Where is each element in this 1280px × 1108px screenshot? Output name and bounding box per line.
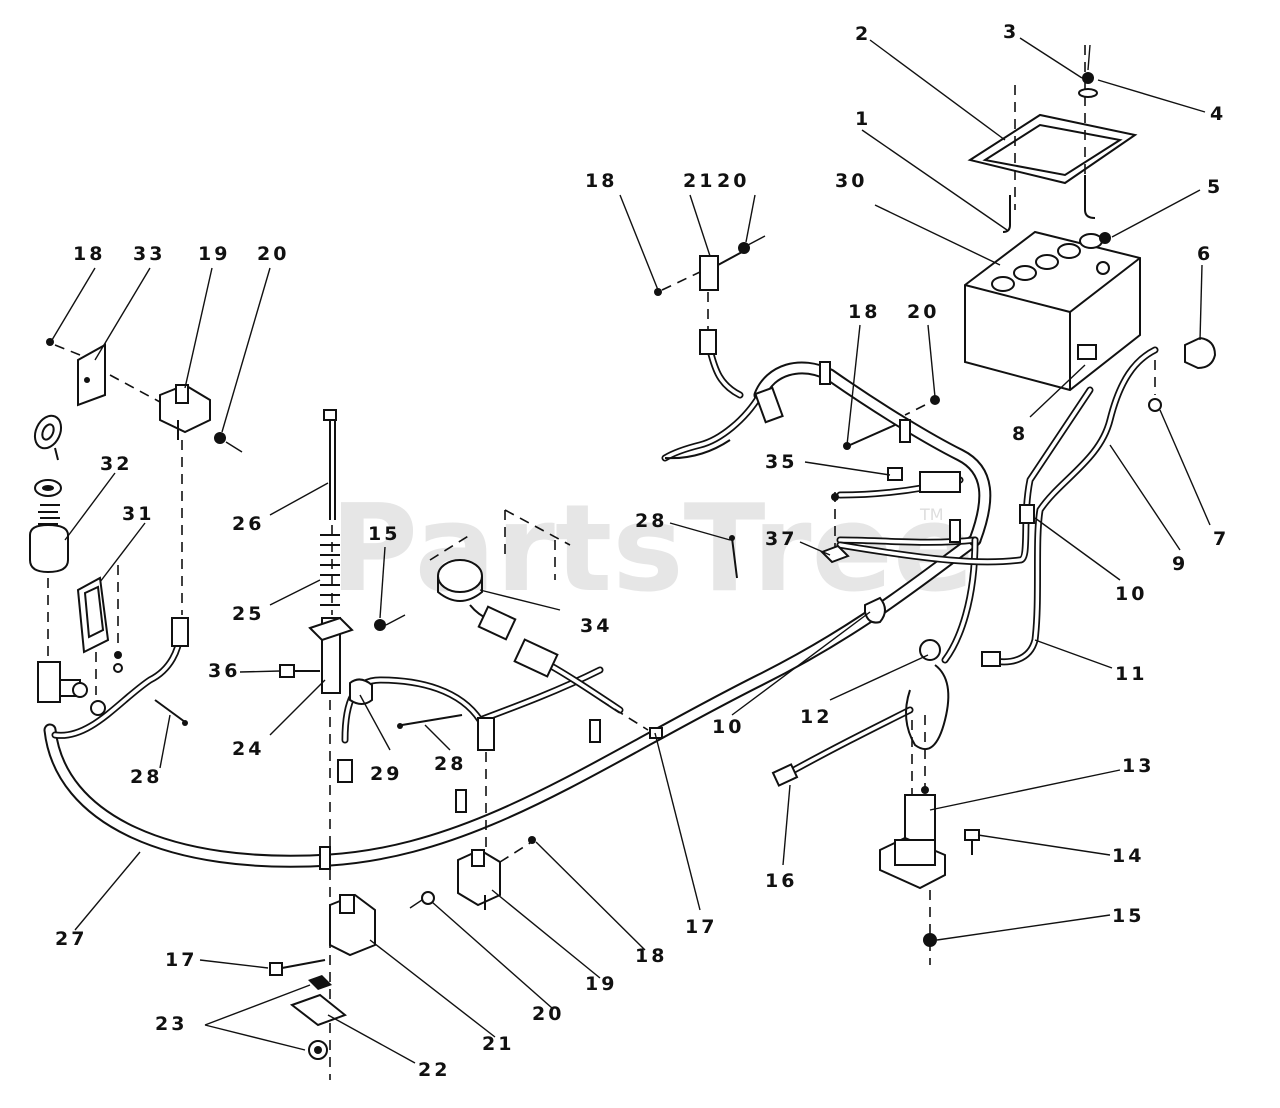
label-36: 36 — [208, 660, 240, 682]
label-28-right: 28 — [635, 510, 667, 532]
watermark-trademark: TM — [919, 505, 944, 524]
label-20-left: 20 — [257, 243, 289, 265]
label-34: 34 — [580, 615, 612, 637]
cable-clamp — [864, 504, 1035, 624]
label-8: 8 — [1012, 423, 1028, 445]
lower-switch-assembly — [409, 699, 663, 910]
label-15-pedal: 15 — [368, 523, 400, 545]
label-17-right: 17 — [685, 916, 717, 938]
label-12: 12 — [800, 706, 832, 728]
pedal-assembly — [279, 409, 406, 1080]
label-18-top: 18 — [585, 170, 617, 192]
label-2: 2 — [855, 23, 871, 45]
starter-solenoid — [879, 639, 980, 965]
label-6: 6 — [1197, 243, 1213, 265]
label-20-bottom: 20 — [532, 1003, 564, 1025]
label-33: 33 — [133, 243, 165, 265]
label-17-bottom: 17 — [165, 949, 197, 971]
label-18-harness: 18 — [848, 301, 880, 323]
label-13: 13 — [1122, 755, 1154, 777]
label-37: 37 — [765, 528, 797, 550]
battery — [964, 230, 1141, 392]
battery-hold-down — [967, 44, 1138, 244]
label-24: 24 — [232, 738, 264, 760]
label-21-top: 21 — [683, 170, 715, 192]
seat-switch — [429, 509, 571, 678]
label-28-left: 28 — [130, 766, 162, 788]
label-32: 32 — [100, 453, 132, 475]
label-29: 29 — [370, 763, 402, 785]
label-20-harness: 20 — [907, 301, 939, 323]
label-22: 22 — [418, 1059, 450, 1081]
label-9: 9 — [1172, 553, 1188, 575]
part-labels: 1 2 3 4 5 6 7 8 9 10 10 11 12 13 14 15 1… — [55, 21, 1229, 1081]
label-11: 11 — [1115, 663, 1147, 685]
switch-bracket-assembly — [46, 338, 243, 647]
upper-switch-assembly — [654, 235, 784, 460]
label-28-center: 28 — [434, 753, 466, 775]
label-25: 25 — [232, 603, 264, 625]
label-20-top: 20 — [717, 170, 749, 192]
harness-clamps — [319, 361, 961, 870]
label-35: 35 — [765, 451, 797, 473]
battery-cables — [771, 346, 1159, 787]
label-14: 14 — [1112, 845, 1144, 867]
label-27: 27 — [55, 928, 87, 950]
label-16: 16 — [765, 870, 797, 892]
bottom-switch-assembly — [269, 893, 376, 1060]
label-10-upper: 10 — [1115, 583, 1147, 605]
terminal-boot — [1148, 336, 1217, 412]
ignition-key-switch — [29, 414, 106, 716]
label-19-bottom: 19 — [585, 973, 617, 995]
label-7: 7 — [1213, 528, 1229, 550]
leader-lines — [51, 37, 1211, 1064]
label-4: 4 — [1210, 103, 1226, 125]
label-30: 30 — [835, 170, 867, 192]
label-18-bottom: 18 — [635, 945, 667, 967]
label-5: 5 — [1207, 176, 1223, 198]
label-19-left: 19 — [198, 243, 230, 265]
label-21-bottom: 21 — [482, 1033, 514, 1055]
label-3: 3 — [1003, 21, 1019, 43]
label-10-lower: 10 — [712, 716, 744, 738]
harness-connectors — [154, 535, 738, 855]
label-18-left: 18 — [73, 243, 105, 265]
switch-bezel — [76, 565, 123, 695]
label-1: 1 — [855, 108, 871, 130]
label-31: 31 — [122, 503, 154, 525]
label-23: 23 — [155, 1013, 187, 1035]
upper-harness-parts — [820, 395, 961, 564]
label-15-solenoid: 15 — [1112, 905, 1144, 927]
label-26: 26 — [232, 513, 264, 535]
